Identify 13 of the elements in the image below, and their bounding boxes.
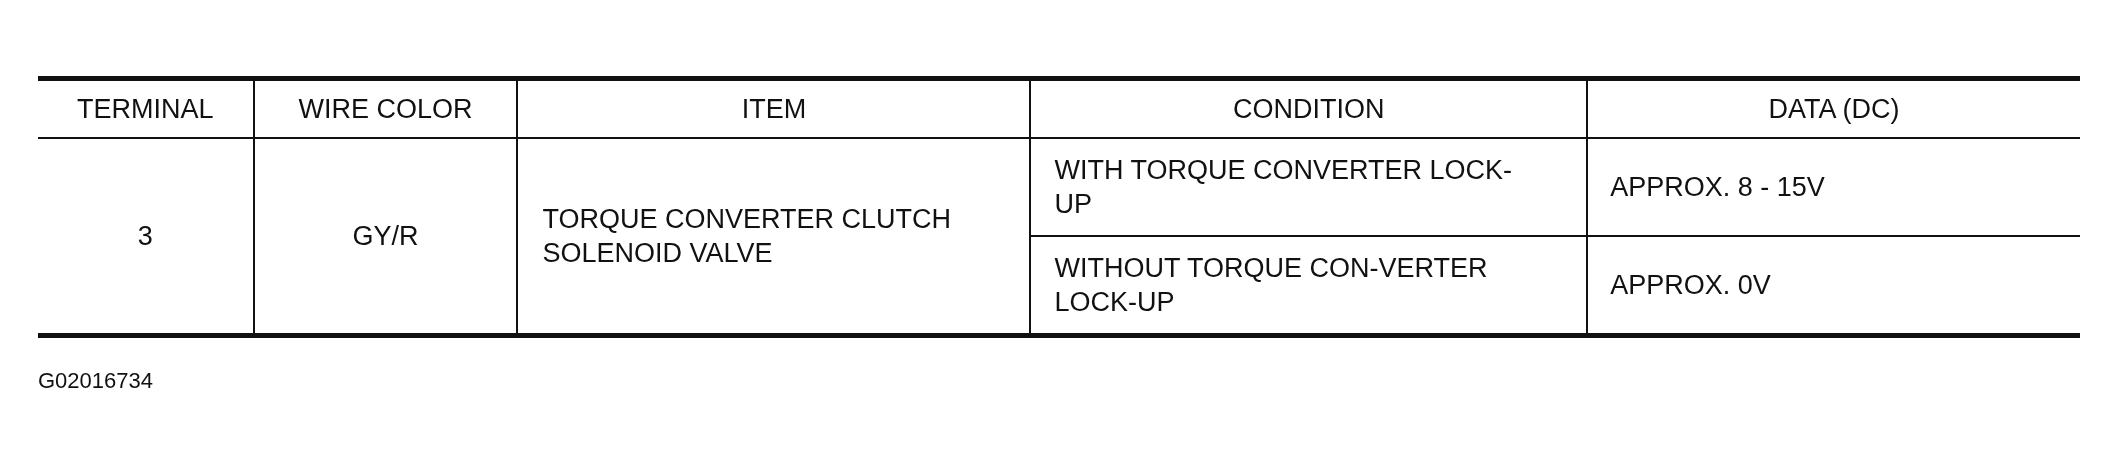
- column-header: WIRE COLOR: [298, 93, 473, 126]
- wire-color-code: GY/R: [352, 220, 419, 253]
- column-header: CONDITION: [1233, 93, 1385, 126]
- condition-text: WITHOUT TORQUE CON-VERTER LOCK-UP: [1054, 252, 1489, 319]
- voltage-value: APPROX. 0V: [1610, 269, 1771, 302]
- voltage-value: APPROX. 8 - 15V: [1610, 171, 1825, 204]
- column-header: TERMINAL: [77, 93, 214, 126]
- terminal-number: 3: [137, 220, 153, 253]
- item-name: TORQUE CONVERTER CLUTCH SOLENOID VALVE: [542, 203, 952, 270]
- column-header: DATA (DC): [1768, 93, 1900, 126]
- figure-code: G02016734: [38, 368, 153, 394]
- column-header: ITEM: [741, 93, 807, 126]
- condition-text: WITH TORQUE CONVERTER LOCK-UP: [1054, 154, 1513, 221]
